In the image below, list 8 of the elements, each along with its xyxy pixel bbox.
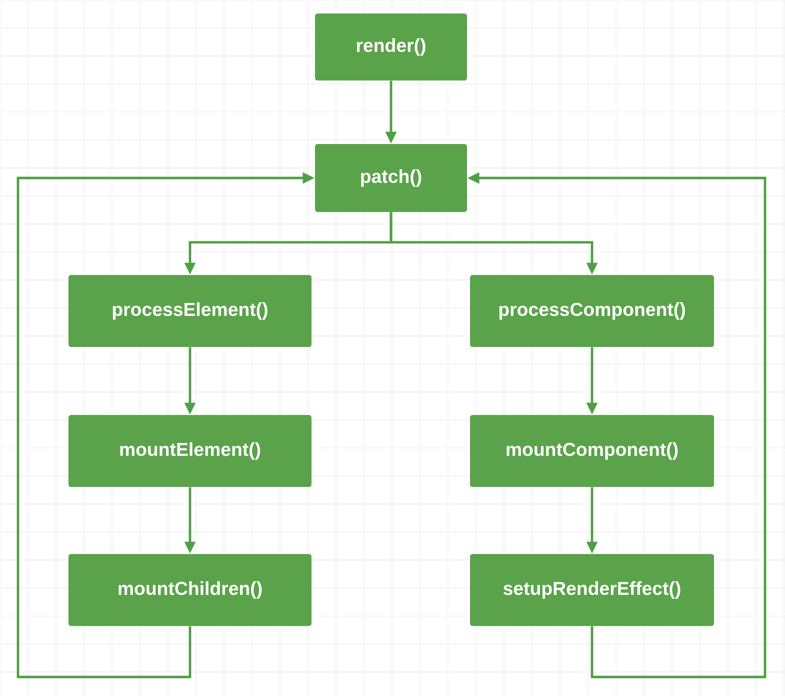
process-box: mountElement()	[68, 415, 312, 487]
process-box: render()	[315, 14, 467, 80]
process-box: processComponent()	[470, 275, 714, 347]
process-box: mountComponent()	[470, 415, 714, 487]
process-box: mountChildren()	[68, 554, 312, 626]
process-box: processElement()	[68, 275, 312, 347]
process-box: patch()	[315, 144, 467, 212]
process-box: setupRenderEffect()	[470, 554, 714, 626]
